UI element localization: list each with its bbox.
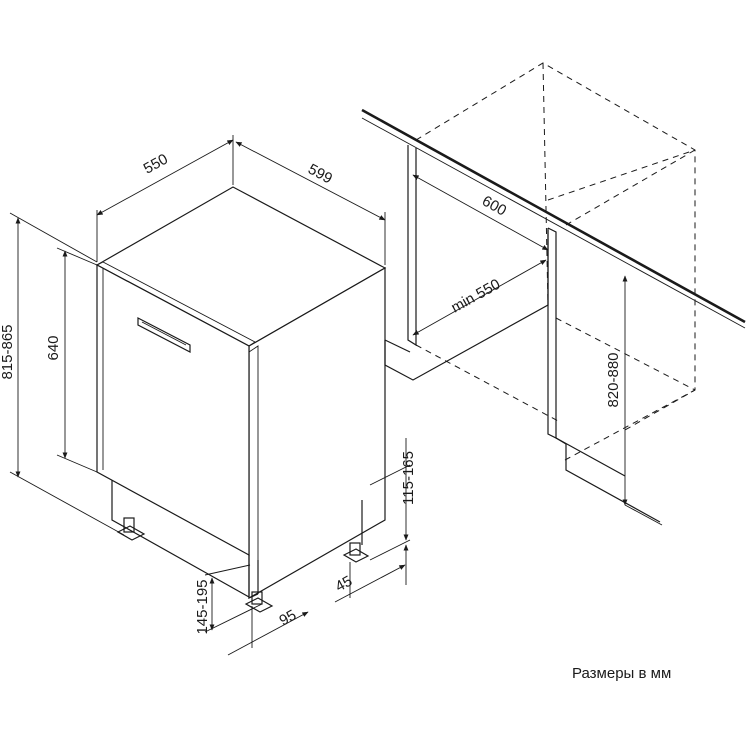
right-base-edge	[555, 437, 626, 477]
dishwasher-drawing: 550 599 640 815-865 145-195 95 45 1	[0, 135, 417, 656]
hidden-back-top	[547, 149, 696, 201]
dim-line-550	[96, 139, 234, 216]
ext-820-bottom	[624, 504, 663, 526]
hidden-back-line	[565, 149, 696, 226]
plinth-corner	[248, 555, 259, 599]
hidden-floor-line	[555, 317, 696, 391]
niche-floor-edge	[384, 339, 411, 353]
door-top-edge	[96, 261, 256, 347]
ext-115-top	[369, 464, 411, 486]
ext-145-bottom	[204, 603, 263, 633]
dim-rear-leg-offset-label: 45	[332, 573, 355, 596]
ext-815-bottom	[9, 471, 125, 536]
door-handle	[137, 317, 191, 353]
dim-door-height-label: 640	[45, 335, 62, 360]
right-cabinet-panel	[547, 227, 557, 439]
right-cabinet-base	[555, 437, 661, 523]
dim-front-leg-offset-label: 95	[276, 607, 299, 630]
countertop-edge-lower	[361, 117, 746, 329]
front-left-foot	[116, 517, 146, 541]
dim-line-95	[227, 611, 309, 656]
dim-total-height-label: 815-865	[0, 324, 16, 379]
dim-front-leg-height-label: 145-195	[194, 579, 211, 634]
ext-115-bottom	[369, 539, 411, 561]
dim-line-599	[235, 141, 386, 221]
dim-rear-leg-height-label: 115-165	[400, 451, 417, 505]
door-handle-inner	[141, 321, 187, 346]
dim-width-label: 599	[305, 161, 335, 188]
hidden-base-line	[564, 389, 696, 461]
hidden-back-corner	[542, 62, 549, 306]
countertop-edge	[361, 108, 746, 324]
rear-right-foot	[342, 542, 370, 563]
ext-145-top	[204, 564, 251, 576]
door-side-edge	[248, 345, 259, 560]
left-cabinet-panel	[407, 145, 417, 347]
dim-niche-height-label: 820-880	[605, 352, 622, 407]
units-caption: Размеры в мм	[572, 665, 672, 682]
ext-640-bottom	[56, 454, 98, 473]
dim-line-45	[334, 564, 406, 603]
dim-line-600	[412, 174, 549, 251]
dim-line-min550	[412, 259, 547, 336]
hidden-front-floor	[415, 344, 561, 423]
ext-815-top	[9, 212, 98, 263]
front-right-foot	[244, 591, 274, 613]
installation-niche: 600 min 550 820-880	[361, 62, 746, 526]
dishwasher-plinth	[111, 480, 250, 598]
dim-niche-min-width-label: min 550	[448, 276, 503, 317]
dim-depth-label: 550	[141, 151, 171, 178]
